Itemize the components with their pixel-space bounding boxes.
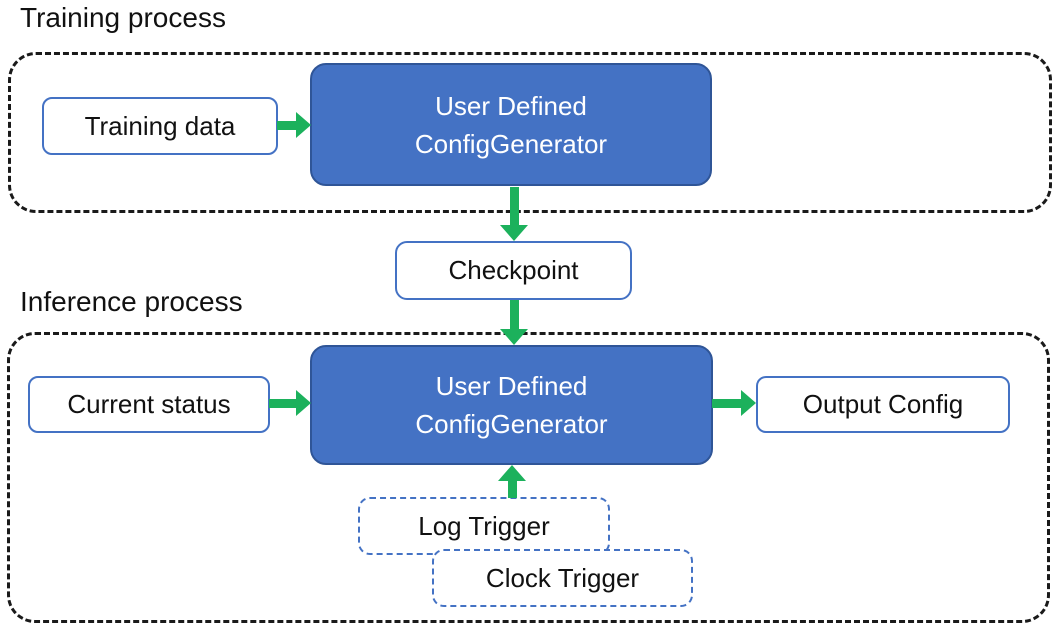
arrow-head	[296, 112, 311, 138]
arrow-shaft	[509, 187, 519, 225]
arrow-triggers-to-generator-icon	[498, 465, 526, 498]
training-config-generator-box: User Defined ConfigGenerator	[310, 63, 712, 186]
arrow-head	[500, 329, 528, 345]
output-config-box: Output Config	[756, 376, 1010, 433]
inference-config-generator-line1: User Defined	[435, 371, 588, 401]
arrow-head	[500, 225, 528, 241]
log-trigger-box: Log Trigger	[358, 497, 610, 555]
arrow-head	[741, 390, 756, 416]
arrow-checkpoint-to-inference-generator-icon	[500, 300, 528, 345]
arrow-current-status-to-generator-icon	[269, 390, 311, 416]
arrow-head	[498, 465, 526, 481]
training-data-box: Training data	[42, 97, 278, 155]
arrow-training-data-to-generator-icon	[277, 112, 311, 138]
training-config-generator-line2: ConfigGenerator	[414, 128, 608, 159]
inference-process-label: Inference process	[20, 286, 243, 317]
inference-process-container	[7, 332, 1050, 623]
arrow-shaft	[509, 300, 519, 329]
arrow-generator-to-output-config-icon	[712, 390, 756, 416]
training-config-generator-line1: User Defined	[435, 90, 587, 121]
arrow-shaft	[507, 481, 517, 498]
inference-config-generator-box: User Defined ConfigGenerator	[310, 345, 713, 465]
training-process-container	[8, 52, 1052, 213]
arrow-head	[296, 390, 311, 416]
inference-config-generator-line2: ConfigGenerator	[415, 409, 608, 439]
arrow-shaft	[712, 398, 741, 408]
current-status-box: Current status	[28, 376, 270, 433]
clock-trigger-box: Clock Trigger	[432, 549, 693, 607]
arrow-shaft	[277, 120, 296, 130]
arrow-shaft	[269, 398, 296, 408]
checkpoint-box: Checkpoint	[395, 241, 632, 300]
arrow-generator-to-checkpoint-icon	[500, 187, 528, 241]
training-process-label: Training process	[20, 2, 226, 33]
